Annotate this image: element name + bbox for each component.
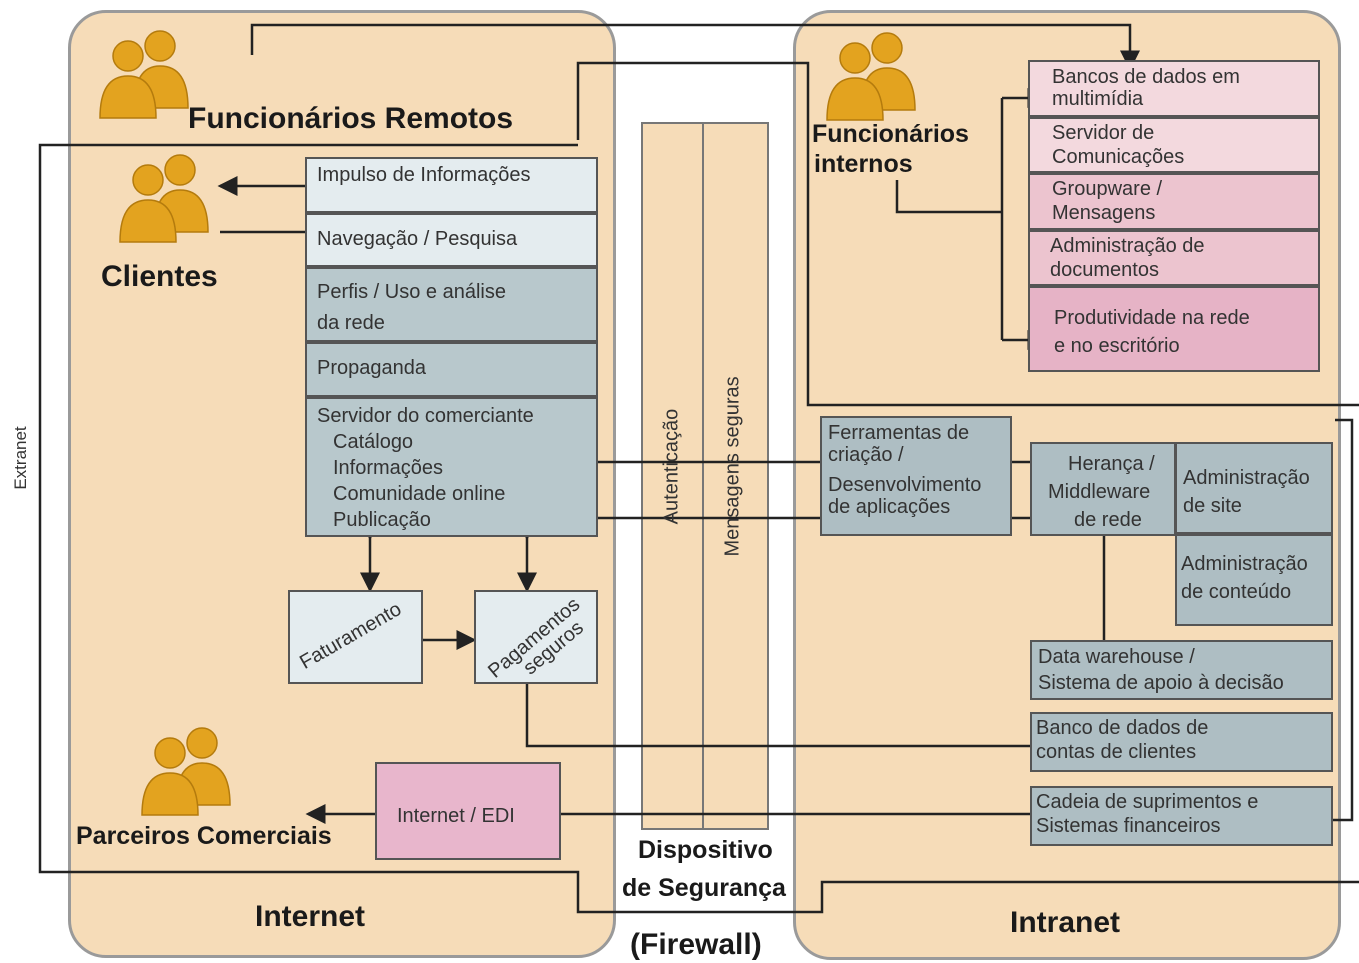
groupware-box: Groupware / Mensagens (1028, 173, 1320, 230)
payments-box: Pagamentos seguros (474, 590, 598, 684)
datawarehouse-label-1: Data warehouse / (1038, 646, 1195, 668)
secure-messages-label: Mensagens seguras (721, 376, 744, 557)
billing-box: Faturamento (288, 590, 423, 684)
merchant-item: Publicação (333, 509, 431, 531)
push-label: Impulso de Informações (317, 164, 531, 186)
edi-box: Internet / EDI (375, 762, 561, 860)
nav-label: Navegação / Pesquisa (317, 228, 518, 250)
customer-db-box: Banco de dados de contas de clientes (1030, 712, 1333, 772)
groupware-label-2: Mensagens (1052, 202, 1156, 224)
datawarehouse-box: Data warehouse / Sistema de apoio à deci… (1030, 640, 1333, 700)
internal-employees-label-1: Funcionários (812, 120, 969, 148)
multimedia-db-box: Bancos de dados em multimídia (1028, 60, 1320, 117)
multimedia-db-label-1: Bancos de dados em (1052, 66, 1240, 88)
firewall-label-2: de Segurança (622, 874, 786, 902)
profiles-box: Perfis / Uso e análise da rede (305, 267, 598, 342)
supply-chain-label-2: Sistemas financeiros (1036, 815, 1221, 837)
multimedia-db-label-2: multimídia (1052, 88, 1144, 110)
extranet-label: Extranet (11, 426, 30, 490)
billing-label: Faturamento (296, 598, 406, 674)
intranet-title: Intranet (1010, 906, 1121, 939)
dev-tools-box: Ferramentas de criação / Desenvolvimento… (820, 416, 1012, 536)
profiles-label-1: Perfis / Uso e análise (317, 281, 506, 303)
firewall-label-3: (Firewall) (630, 928, 762, 961)
auth-label: Autenticação (660, 408, 683, 525)
site-admin-label-2: de site (1183, 495, 1242, 517)
people-icon (141, 727, 231, 816)
dev-tools-label-2: criação / (828, 444, 904, 466)
merchant-item: Informações (333, 457, 444, 479)
firewall-divider (702, 122, 704, 830)
comm-server-label-1: Servidor de (1052, 122, 1155, 144)
people-icon (826, 32, 916, 121)
merchant-item: Catálogo (333, 431, 414, 453)
edi-label: Internet / EDI (397, 805, 515, 827)
dev-tools-label-3: Desenvolvimento (828, 474, 982, 496)
internal-employees-label-2: internos (814, 150, 913, 178)
content-admin-box: Administração de conteúdo (1175, 534, 1333, 626)
supply-chain-label-1: Cadeia de suprimentos e (1036, 791, 1259, 813)
customer-db-label-2: contas de clientes (1036, 741, 1197, 763)
supply-chain-box: Cadeia de suprimentos e Sistemas finance… (1030, 786, 1333, 846)
site-admin-box: Administração de site (1175, 442, 1333, 534)
remote-employees-label: Funcionários Remotos (188, 102, 514, 135)
dev-tools-label-4: de aplicações (828, 496, 951, 518)
legacy-label-1: Herança / (1068, 453, 1155, 475)
groupware-label-1: Groupware / (1052, 178, 1163, 200)
nav-box: Navegação / Pesquisa (305, 213, 598, 267)
productivity-label-1: Produtividade na rede (1054, 307, 1250, 329)
legacy-label-2: Middleware (1048, 481, 1151, 503)
customer-db-label-1: Banco de dados de (1036, 717, 1209, 739)
clients-label: Clientes (101, 260, 218, 293)
content-admin-label-2: de conteúdo (1181, 581, 1292, 603)
internet-title: Internet (255, 900, 366, 933)
ads-box: Propaganda (305, 342, 598, 397)
site-admin-label-1: Administração (1183, 467, 1310, 489)
firewall-label-1: Dispositivo (638, 836, 773, 864)
legacy-label-3: de rede (1074, 509, 1142, 531)
datawarehouse-label-2: Sistema de apoio à decisão (1038, 672, 1284, 694)
docs-admin-box: Administração de documentos (1028, 230, 1320, 286)
firewall-column-bg (641, 122, 769, 830)
comm-server-box: Servidor de Comunicações (1028, 117, 1320, 173)
people-icon (119, 154, 209, 243)
push-box: Impulso de Informações (305, 157, 598, 213)
productivity-label-2: e no escritório (1054, 335, 1180, 357)
legacy-box: Herança / Middleware de rede (1030, 442, 1176, 536)
comm-server-label-2: Comunicações (1052, 146, 1185, 168)
docs-admin-label-1: Administração de (1050, 235, 1205, 257)
ads-label: Propaganda (317, 357, 426, 379)
productivity-box: Produtividade na rede e no escritório (1028, 286, 1320, 372)
merchant-item: Comunidade online (333, 483, 506, 505)
merchant-title: Servidor do comerciante (317, 405, 534, 427)
content-admin-label-1: Administração (1181, 553, 1308, 575)
profiles-label-2: da rede (317, 312, 385, 334)
partners-label: Parceiros Comerciais (76, 822, 332, 850)
people-icon (99, 30, 189, 119)
docs-admin-label-2: documentos (1050, 259, 1159, 281)
dev-tools-label-1: Ferramentas de (828, 422, 970, 444)
merchant-box: Servidor do comerciante Catálogo Informa… (305, 397, 598, 537)
